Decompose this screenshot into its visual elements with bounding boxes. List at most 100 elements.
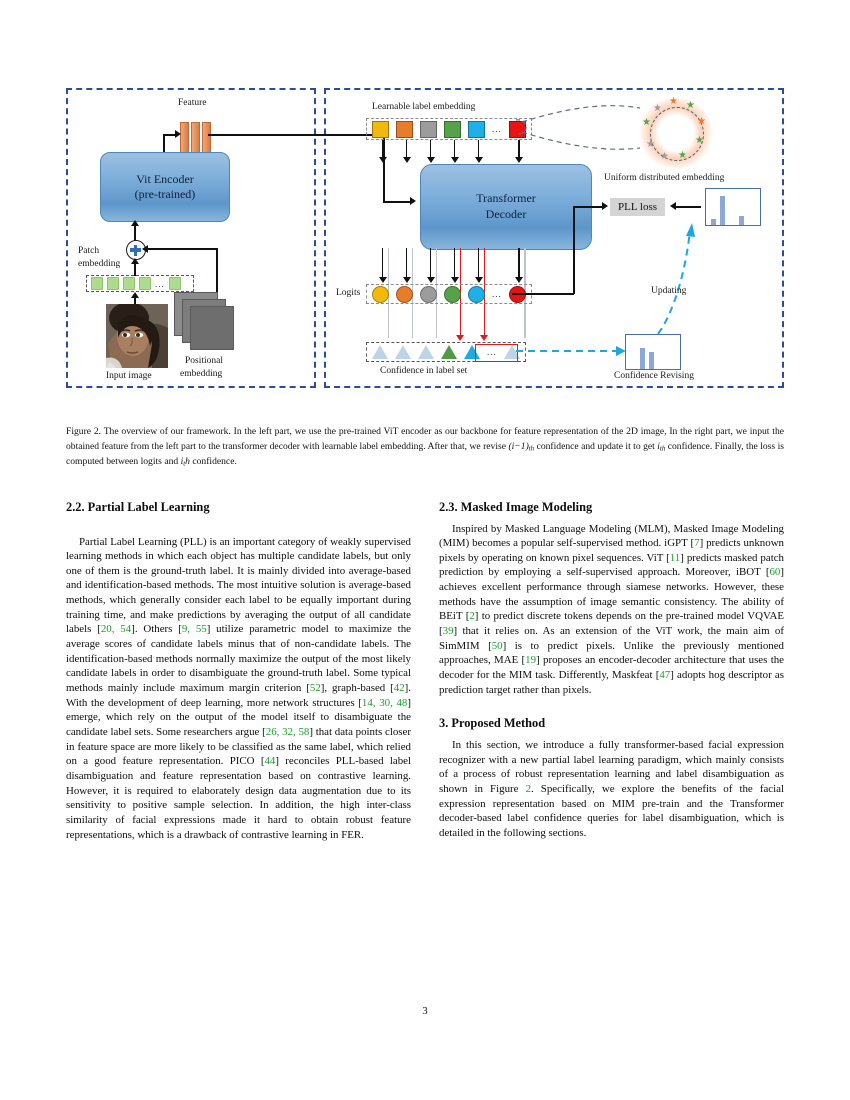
histogram-bar	[649, 351, 655, 369]
decoder-to-logit-arrowhead	[515, 277, 524, 283]
patch-to-plus-arrowhead	[131, 258, 139, 264]
label-embedding-ellipsis: ...	[492, 124, 502, 134]
feature-label: Feature	[178, 98, 207, 108]
confidence-triangle	[395, 345, 411, 359]
plus-to-encoder-line	[134, 222, 136, 242]
caption-math-3-sub: t	[183, 460, 186, 468]
text-run: In this section, we introduce a fully tr…	[439, 738, 784, 795]
updating-label: Updating	[651, 286, 687, 296]
citation-ref[interactable]: 52	[309, 682, 321, 695]
pll-input-horizontal	[573, 206, 603, 208]
confidence-in-label-set-label: Confidence in label set	[380, 366, 468, 376]
label-embedding-arrowhead	[450, 157, 459, 163]
label-embedding-swatch	[444, 120, 461, 138]
vit-encoder-line1: Vit Encoder	[136, 172, 194, 186]
label-embedding-arrowhead	[426, 157, 435, 163]
paragraph-masked-image-modeling: Inspired by Masked Language Modeling (ML…	[439, 522, 784, 698]
text-run: Partial Label Learning (PLL) is an impor…	[66, 535, 411, 636]
citation-ref[interactable]: 11	[669, 551, 681, 564]
text-run: ] to predict discrete tokens depends on …	[439, 610, 784, 638]
citation-ref[interactable]: 42	[393, 682, 405, 695]
transformer-decoder-line1: Transformer	[476, 191, 536, 206]
citation-ref[interactable]: 26, 32, 58	[265, 726, 310, 739]
encoder-to-feature-vertical	[163, 134, 165, 162]
left-column: 2.2. Partial Label Learning Partial Labe…	[66, 500, 411, 842]
text-run: ] is to predict pixels. Unlike the previ…	[439, 639, 784, 667]
decoder-to-logit-arrowhead	[450, 277, 459, 283]
patch-ellipsis: ...	[155, 278, 165, 289]
right-column: 2.3. Masked Image Modeling Inspired by M…	[439, 500, 784, 840]
feature-into-decoder-vertical	[383, 134, 385, 202]
learnable-label-embedding-row: ...	[366, 118, 532, 140]
decoder-to-logit-arrow	[453, 248, 456, 278]
logits-row: ...	[366, 284, 532, 304]
label-embedding-down-arrow	[477, 140, 480, 158]
citation-ref[interactable]: 2	[525, 782, 532, 795]
confidence-red-arrowhead	[456, 335, 464, 341]
citation-ref[interactable]: 20, 54	[100, 623, 132, 636]
text-run: ] proposes an encoder-decoder architectu…	[439, 654, 784, 682]
plus-to-encoder-arrowhead	[131, 220, 139, 226]
histogram-bar	[738, 215, 744, 225]
logits-to-pll-horizontal	[512, 293, 574, 295]
text-run: ] predicts masked patch prediction by em…	[439, 551, 784, 579]
label-embedding-down-arrow	[429, 140, 432, 158]
spacer	[66, 522, 411, 535]
logit-circle	[444, 285, 461, 303]
label-embedding-swatch	[420, 120, 437, 138]
caption-math-4: h	[185, 455, 190, 467]
confidence-ellipsis: ...	[487, 347, 497, 357]
star-icon: ★	[653, 103, 662, 114]
positional-to-plus-arrowhead	[142, 245, 148, 253]
label-embedding-down-arrow	[405, 140, 408, 158]
caption-part-4: confidence.	[189, 455, 237, 467]
section-heading-2-3: 2.3. Masked Image Modeling	[439, 500, 593, 514]
positional-embedding-label-line2: embedding	[180, 369, 223, 379]
citation-ref[interactable]: 60	[769, 566, 781, 579]
transformer-decoder-block: Transformer Decoder	[420, 164, 592, 250]
decoder-to-logit-arrowhead	[474, 277, 483, 283]
patch-to-plus-line	[134, 260, 136, 276]
decoder-to-logit-arrow	[429, 248, 432, 278]
decoder-input-arrowhead	[410, 197, 416, 205]
label-embedding-swatch	[396, 120, 413, 138]
text-run: ] emerge, which rely on the output of th…	[66, 696, 412, 739]
decoder-to-logit-arrow	[518, 248, 521, 278]
encoder-to-feature-horizontal	[163, 134, 177, 136]
label-embedding-down-arrow	[381, 140, 384, 158]
learnable-label-embedding-label: Learnable label embedding	[372, 102, 476, 112]
figure-right-panel: Learnable label embedding ... Transforme…	[318, 88, 784, 388]
text-run: ] predicts unknown pixels by operating o…	[439, 537, 785, 564]
feature-into-decoder-horizontal	[383, 201, 411, 203]
star-icon: ★	[697, 116, 706, 127]
logit-circle	[372, 285, 389, 303]
citation-ref[interactable]: 44	[264, 755, 276, 768]
logits-label: Logits	[336, 288, 361, 298]
histogram-bar	[640, 348, 646, 369]
citation-ref[interactable]: 14, 30, 48	[361, 696, 408, 709]
text-run: ] achieves excellent performance through…	[439, 566, 784, 623]
pll-target-histogram	[705, 188, 761, 226]
citation-ref[interactable]: 19	[525, 654, 537, 667]
logit-circle	[396, 285, 413, 303]
text-run: ], graph-based [	[320, 682, 394, 695]
vit-encoder-line2: (pre-trained)	[134, 187, 196, 201]
star-icon: ★	[669, 96, 678, 107]
feature-output-line	[208, 134, 320, 136]
citation-ref[interactable]: 47	[659, 669, 671, 682]
text-run: . Specifically, we explore the benefits …	[439, 782, 784, 839]
histogram-bar	[711, 219, 716, 225]
feature-into-right-horizontal	[318, 134, 384, 136]
citation-ref[interactable]: 9, 55	[181, 623, 207, 636]
caption-math-2: i	[657, 440, 660, 452]
citation-ref[interactable]: 2	[469, 610, 475, 623]
label-embedding-swatch	[372, 120, 389, 138]
logits-ellipsis: ...	[492, 289, 502, 299]
citation-ref[interactable]: 7	[694, 537, 700, 550]
citation-ref[interactable]: 50	[491, 639, 503, 652]
citation-ref[interactable]: 39	[442, 625, 454, 638]
hist-to-pll-arrowhead	[670, 202, 676, 210]
text-run: ] that it relies on. As an extension of …	[439, 625, 784, 652]
figure-left-panel: Feature Vit Encoder (pre-trained) Patch …	[66, 88, 320, 388]
